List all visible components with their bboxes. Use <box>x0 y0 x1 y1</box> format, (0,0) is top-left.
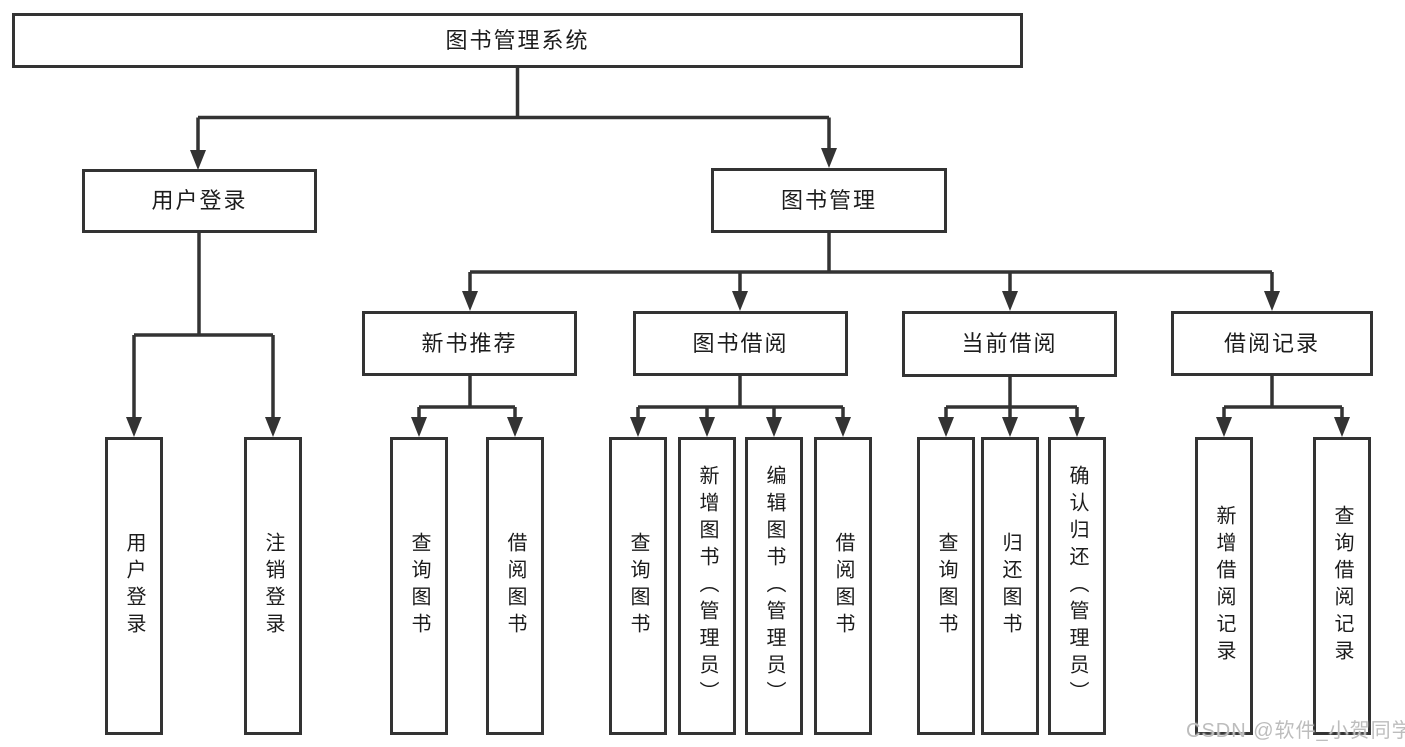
node-book-borrowing-label: 图书借阅 <box>692 330 789 356</box>
leaf-add-books-admin: 新增图书（管理员） <box>678 437 736 735</box>
leaf-edit-books-admin: 编辑图书（管理员） <box>745 437 803 735</box>
leaf-label: 新增图书（管理员） <box>696 464 718 708</box>
node-book-management: 图书管理 <box>711 168 947 233</box>
node-borrowing-records-label: 借阅记录 <box>1223 330 1320 356</box>
leaf-add-borrow-record: 新增借阅记录 <box>1195 437 1253 735</box>
leaf-borrow-books: 借阅图书 <box>814 437 872 735</box>
node-new-book-recommend-label: 新书推荐 <box>421 330 518 356</box>
node-current-borrowing: 当前借阅 <box>902 311 1117 377</box>
leaf-label: 查询借阅记录 <box>1331 505 1353 667</box>
leaf-label: 借阅图书 <box>504 532 526 640</box>
leaf-user-login: 用户登录 <box>105 437 163 735</box>
node-current-borrowing-label: 当前借阅 <box>961 331 1058 356</box>
leaf-label: 借阅图书 <box>832 532 854 640</box>
leaf-confirm-return-admin: 确认归还（管理员） <box>1048 437 1106 735</box>
node-new-book-recommend: 新书推荐 <box>362 311 577 376</box>
leaf-query-borrow-record: 查询借阅记录 <box>1313 437 1371 735</box>
node-book-management-label: 图书管理 <box>780 187 877 213</box>
node-root-label: 图书管理系统 <box>445 27 590 53</box>
node-root: 图书管理系统 <box>12 13 1023 68</box>
leaf-label: 注销登录 <box>262 532 284 640</box>
leaf-recommend-borrow-books: 借阅图书 <box>486 437 544 735</box>
leaf-label: 新增借阅记录 <box>1213 505 1235 667</box>
arrowhead-icons <box>126 148 1350 437</box>
node-borrowing-records: 借阅记录 <box>1171 311 1373 376</box>
leaf-label: 查询图书 <box>935 532 957 640</box>
leaf-label: 确认归还（管理员） <box>1066 464 1088 708</box>
leaf-label: 编辑图书（管理员） <box>763 464 785 708</box>
leaf-borrowing-query-books: 查询图书 <box>609 437 667 735</box>
leaf-return-books: 归还图书 <box>981 437 1039 735</box>
csdn-watermark: CSDN @软件_小贺同学 <box>1186 720 1405 742</box>
leaf-recommend-query-books: 查询图书 <box>390 437 448 735</box>
node-user-login-label: 用户登录 <box>151 188 248 213</box>
leaf-label: 归还图书 <box>999 532 1021 640</box>
leaf-label: 查询图书 <box>627 532 649 640</box>
node-book-borrowing: 图书借阅 <box>633 311 848 376</box>
leaf-current-query-books: 查询图书 <box>917 437 975 735</box>
node-user-login: 用户登录 <box>82 169 317 233</box>
leaf-label: 用户登录 <box>123 532 145 640</box>
leaf-logout: 注销登录 <box>244 437 302 735</box>
leaf-label: 查询图书 <box>408 532 430 640</box>
